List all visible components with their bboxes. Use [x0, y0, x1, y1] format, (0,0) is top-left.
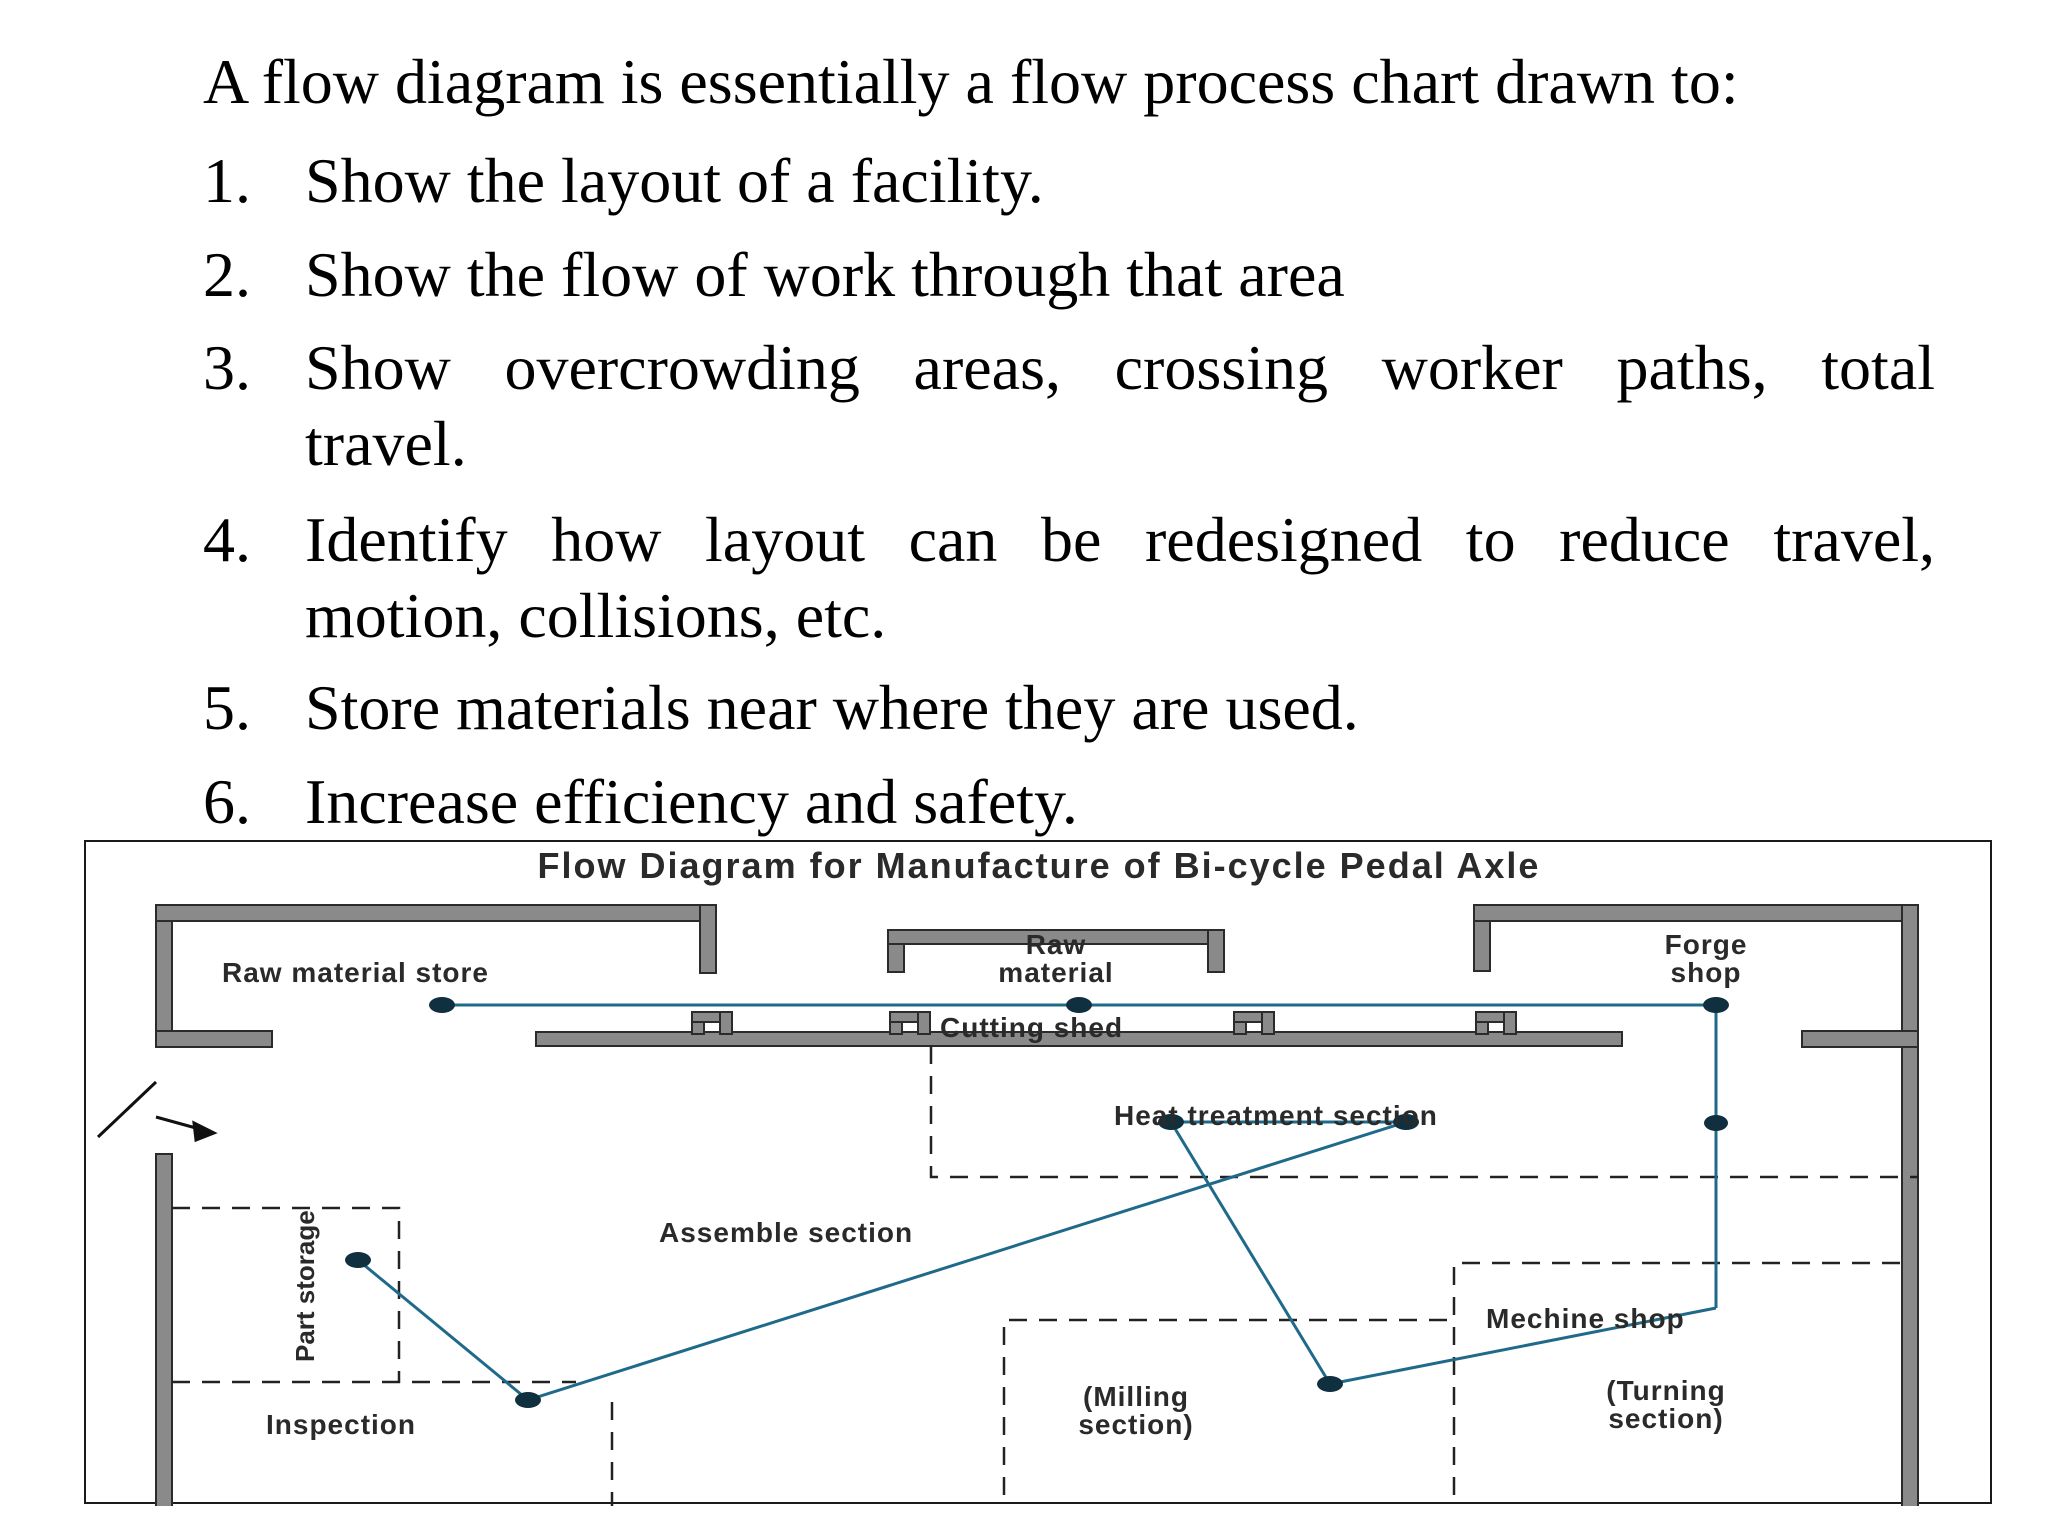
label-heat-treatment: Heat treatment section [1114, 1100, 1438, 1131]
diagram-title: Flow Diagram for Manufacture of Bi-cycle… [538, 845, 1541, 886]
heat-treatment-boundary [929, 1046, 1918, 1179]
label-turning-section: section) [1608, 1403, 1723, 1434]
wall [155, 1030, 273, 1048]
node-raw-material [1066, 997, 1092, 1013]
label-assemble-section: Assemble section [659, 1217, 913, 1248]
wall [917, 1011, 931, 1035]
wall [535, 1031, 1623, 1047]
list-text: Identify how layout can be redesigned to… [305, 504, 1935, 575]
list-text: Increase efficiency and safety. [305, 766, 1078, 837]
flow-line [357, 1258, 529, 1402]
flow-nodes [345, 997, 1729, 1408]
wall [155, 904, 717, 922]
wall [1801, 1030, 1919, 1048]
list-text: Show overcrowding areas, crossing worker… [305, 332, 1935, 403]
label-mechine-shop: Mechine shop [1486, 1303, 1685, 1334]
slide-text: A flow diagram is essentially a flow pro… [203, 46, 1935, 837]
node-part-storage [345, 1252, 371, 1268]
label-milling-section: (Milling [1083, 1381, 1189, 1412]
label-forge-shop: shop [1671, 957, 1742, 988]
wall [1207, 929, 1225, 973]
intro-sentence: A flow diagram is essentially a flow pro… [203, 46, 1739, 117]
wall [1901, 904, 1919, 1506]
part-storage-boundary [172, 1206, 401, 1383]
label-raw-material: material [998, 957, 1113, 988]
list-number: 1. [203, 145, 251, 216]
list-number: 3. [203, 332, 251, 403]
flow-diagram-svg: Flow Diagram for Manufacture of Bi-cycle… [96, 845, 1919, 1506]
wall [155, 1153, 173, 1506]
flow-path [357, 1003, 1718, 1402]
label-forge-shop: Forge [1665, 929, 1748, 960]
list-text: Show the flow of work through that area [305, 239, 1345, 310]
list-text: travel. [305, 408, 467, 479]
label-cutting-shed: Cutting shed [940, 1012, 1123, 1043]
list-text: motion, collisions, etc. [305, 580, 887, 651]
node-raw-material-store [429, 997, 455, 1013]
milling-boundary [1002, 1318, 1454, 1506]
wall [1503, 1011, 1517, 1035]
wall [699, 904, 717, 974]
node-forge-junction [1704, 1115, 1728, 1131]
flow-diagram: Flow Diagram for Manufacture of Bi-cycle… [84, 840, 1992, 1506]
list-text: Show the layout of a facility. [305, 145, 1044, 216]
label-inspection: Inspection [266, 1409, 416, 1440]
label-raw-material: Raw [1026, 929, 1087, 960]
list-text: Store materials near where they are used… [305, 672, 1359, 743]
list-number: 6. [203, 766, 251, 837]
label-milling-section: section) [1078, 1409, 1193, 1440]
node-inspection [515, 1392, 541, 1408]
entrance-arrow-icon [96, 1080, 218, 1143]
node-heat-treatment-b [1393, 1114, 1419, 1130]
wall [155, 904, 173, 1048]
node-milling [1317, 1376, 1343, 1392]
node-heat-treatment-a [1158, 1114, 1184, 1130]
label-turning-section: (Turning [1606, 1375, 1725, 1406]
wall [1473, 904, 1919, 922]
facility-walls [155, 904, 1919, 1506]
label-part-storage: Part storage [290, 1210, 320, 1362]
list-number: 4. [203, 504, 251, 575]
flow-line [1329, 1306, 1717, 1386]
flow-line [527, 1120, 1407, 1402]
list-number: 2. [203, 239, 251, 310]
section-boundaries [172, 1046, 1918, 1506]
label-raw-material-store: Raw material store [222, 957, 489, 988]
wall [1261, 1011, 1275, 1035]
node-forge-shop [1703, 997, 1729, 1013]
list-number: 5. [203, 672, 251, 743]
flow-line [1169, 1121, 1332, 1385]
wall [719, 1011, 733, 1035]
